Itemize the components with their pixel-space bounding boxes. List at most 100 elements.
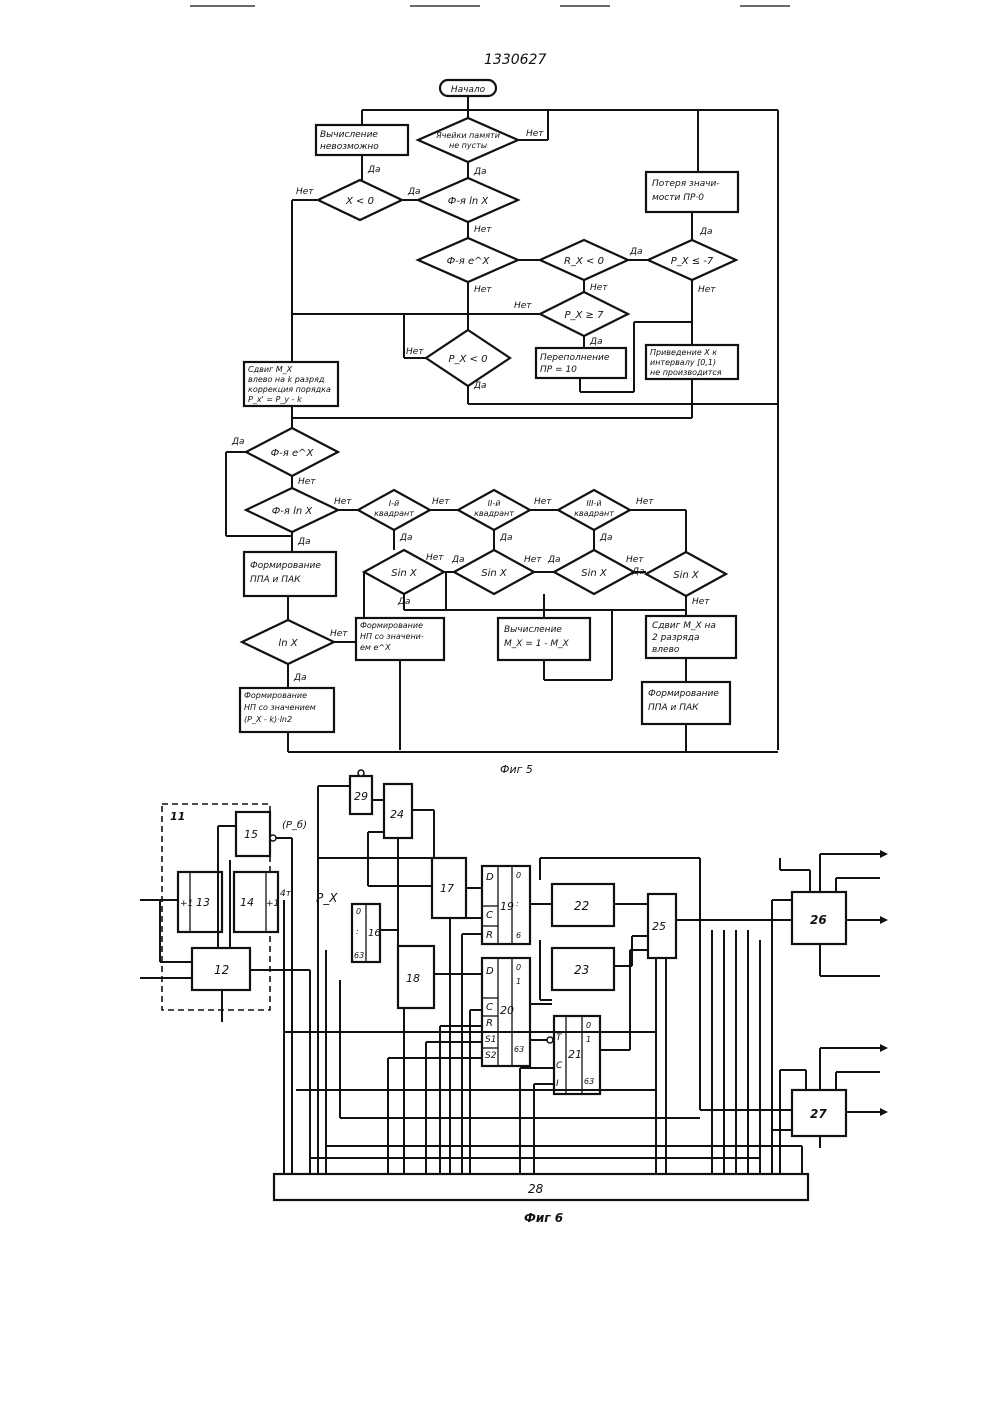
svg-text:D: D xyxy=(486,966,494,977)
svg-text:Нет: Нет xyxy=(636,497,654,507)
svg-text:Да: Да xyxy=(399,533,413,543)
svg-text:22: 22 xyxy=(574,899,589,913)
svg-text:27: 27 xyxy=(810,1107,827,1121)
svg-text:C: C xyxy=(486,910,493,921)
svg-text:Да: Да xyxy=(699,227,713,237)
svg-text:Нет: Нет xyxy=(334,497,352,507)
svg-text:коррекция порядка: коррекция порядка xyxy=(248,385,331,394)
svg-text:Да: Да xyxy=(629,247,643,257)
svg-text:Нет: Нет xyxy=(698,285,716,295)
svg-text:63: 63 xyxy=(514,1045,524,1054)
svg-text:Sin X: Sin X xyxy=(673,570,700,581)
svg-text:Да: Да xyxy=(231,437,245,447)
decision-stack-empty xyxy=(418,118,518,162)
svg-text:+1: +1 xyxy=(266,899,279,909)
svg-text:C: C xyxy=(556,1061,563,1071)
svg-text:Ф-я ln X: Ф-я ln X xyxy=(448,196,490,207)
svg-text:0: 0 xyxy=(516,963,521,972)
svg-text:III-й: III-й xyxy=(586,499,601,508)
svg-text:S2: S2 xyxy=(485,1051,497,1061)
svg-text:Потеря значи-: Потеря значи- xyxy=(652,179,720,189)
process-form-ppa-left xyxy=(244,552,336,596)
svg-text::: : xyxy=(516,899,519,908)
svg-text:Да: Да xyxy=(473,167,487,177)
svg-text:ППА и ПАК: ППА и ПАК xyxy=(648,703,699,713)
svg-text:12: 12 xyxy=(214,963,229,977)
svg-text:11: 11 xyxy=(170,810,185,823)
svg-text:4т: 4т xyxy=(280,889,292,899)
svg-text:Формирование: Формирование xyxy=(648,689,719,699)
svg-text:Вычисление: Вычисление xyxy=(320,130,378,140)
svg-text:НП со значением: НП со значением xyxy=(244,703,316,712)
figure-5-flowchart: Начало Ячейки памяти не пусты Нет Да Выч… xyxy=(226,80,778,776)
svg-text::: : xyxy=(356,927,359,936)
svg-text:24: 24 xyxy=(390,808,404,821)
svg-text:63: 63 xyxy=(584,1077,594,1086)
svg-text:Да: Да xyxy=(599,533,613,543)
svg-text:Нет: Нет xyxy=(590,283,608,293)
svg-text:интервалу [0,1): интервалу [0,1) xyxy=(650,358,716,367)
svg-text:Sin X: Sin X xyxy=(581,568,608,579)
svg-text:0: 0 xyxy=(586,1021,591,1030)
svg-text:Нет: Нет xyxy=(296,187,314,197)
svg-text:Нет: Нет xyxy=(330,629,348,639)
svg-text:Ф-я ln X: Ф-я ln X xyxy=(272,506,314,517)
svg-text:13: 13 xyxy=(196,896,210,909)
svg-text:Нет: Нет xyxy=(524,555,542,565)
svg-text:не производится: не производится xyxy=(650,368,722,377)
svg-text:R: R xyxy=(486,1018,493,1029)
svg-text:+1: +1 xyxy=(180,899,193,909)
svg-text:Ячейки памяти: Ячейки памяти xyxy=(435,131,500,140)
svg-text:Да: Да xyxy=(407,187,421,197)
svg-text:X < 0: X < 0 xyxy=(345,196,374,207)
svg-text:6: 6 xyxy=(516,931,521,940)
svg-text:R: R xyxy=(486,930,493,941)
svg-text:R_X < 0: R_X < 0 xyxy=(564,256,604,267)
start-label: Начало xyxy=(451,85,486,95)
svg-text:S1: S1 xyxy=(485,1035,496,1045)
svg-text:17: 17 xyxy=(440,882,454,895)
svg-text:0: 0 xyxy=(516,871,521,880)
svg-text:Да: Да xyxy=(499,533,513,543)
svg-text:Сдвиг M_X на: Сдвиг M_X на xyxy=(652,621,716,631)
svg-text:Нет: Нет xyxy=(432,497,450,507)
svg-text:квадрант: квадрант xyxy=(374,509,414,518)
svg-text:21: 21 xyxy=(568,1048,582,1061)
svg-text:29: 29 xyxy=(354,790,368,803)
svg-text:влево на k разряд: влево на k разряд xyxy=(248,375,325,384)
svg-text:ем e^X: ем e^X xyxy=(360,643,391,652)
svg-text:Нет: Нет xyxy=(426,553,444,563)
svg-text:ППА и ПАК: ППА и ПАК xyxy=(250,575,301,585)
svg-text:1: 1 xyxy=(516,977,521,986)
svg-text:Sin X: Sin X xyxy=(391,568,418,579)
svg-text:2 разряда: 2 разряда xyxy=(652,633,699,643)
svg-text:Вычисление: Вычисление xyxy=(504,625,562,635)
svg-text:Ф-я e^X: Ф-я e^X xyxy=(271,448,315,459)
svg-text:квадрант: квадрант xyxy=(574,509,614,518)
svg-text:(P_б): (P_б) xyxy=(282,819,307,831)
svg-text:63: 63 xyxy=(354,951,364,960)
svg-text:Переполнение: Переполнение xyxy=(540,353,610,363)
process-precision-loss xyxy=(646,172,738,212)
svg-text:Сдвиг M_X: Сдвиг M_X xyxy=(248,365,293,374)
svg-text:(P_X - k)·ln2: (P_X - k)·ln2 xyxy=(244,715,292,724)
svg-text:Да: Да xyxy=(547,555,561,565)
svg-text:II-й: II-й xyxy=(488,499,501,508)
svg-text:28: 28 xyxy=(528,1182,544,1196)
svg-text:влево: влево xyxy=(652,645,680,655)
svg-text:D: D xyxy=(486,872,494,883)
svg-text:квадрант: квадрант xyxy=(474,509,514,518)
svg-text:Формирование: Формирование xyxy=(360,621,423,630)
svg-text:Да: Да xyxy=(367,165,381,175)
svg-text:Нет: Нет xyxy=(298,477,316,487)
svg-text:Нет: Нет xyxy=(474,285,492,295)
svg-text:Нет: Нет xyxy=(406,347,424,357)
svg-text:Да: Да xyxy=(589,337,603,347)
svg-text:невозможно: невозможно xyxy=(320,142,379,152)
svg-text:P_X: P_X xyxy=(316,891,338,905)
svg-text:Нет: Нет xyxy=(526,129,544,139)
svg-text:Нет: Нет xyxy=(474,225,492,235)
figure-6-block-diagram: 11 +1 13 14 +1 15 (P_б) 4т 12 P_X xyxy=(140,770,888,1225)
svg-text:P_X ≤ -7: P_X ≤ -7 xyxy=(671,256,714,267)
